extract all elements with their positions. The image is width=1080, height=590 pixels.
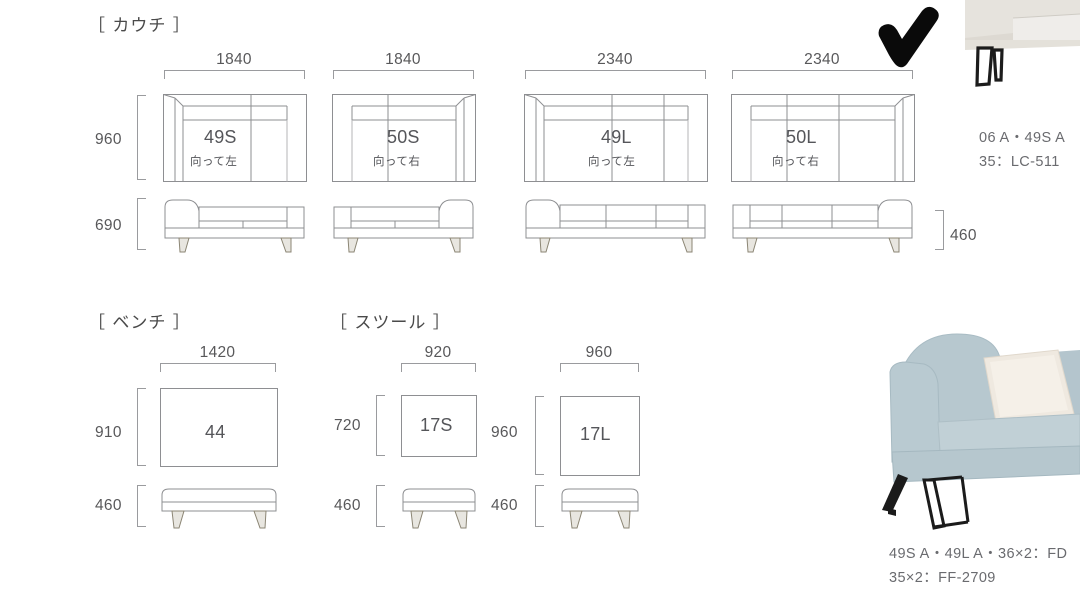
bench-depth-label: 910	[95, 424, 122, 441]
sofa-leg-photo-detail	[965, 40, 1080, 92]
couch-0-width-label: 1840	[216, 51, 252, 68]
stool-0-depth-label: 720	[334, 417, 361, 434]
stool-0-front-view	[401, 485, 477, 529]
spec-bottom-right-line-1: 49S A・49L A・36×2：FD	[889, 546, 1068, 562]
couch-3-code: 50L	[786, 127, 817, 147]
stool-1-width-bracket	[560, 363, 639, 372]
stool-1-width-label: 960	[585, 344, 613, 361]
stool-0-top-view	[401, 395, 477, 457]
couch-back-height-label: 690	[95, 217, 122, 234]
stool-0-width-bracket	[401, 363, 476, 372]
couch-0-top-view	[163, 94, 307, 182]
bench-width-label: 1420	[199, 344, 236, 361]
stool-1-depth-label: 960	[491, 424, 518, 441]
stool-1-depth-bracket	[535, 396, 544, 475]
section-title-stool: ［ スツール ］	[330, 313, 451, 333]
bench-front-view	[160, 485, 278, 529]
couch-0-orientation: 向って左	[190, 154, 238, 168]
bench-depth-bracket	[137, 388, 146, 466]
spec-top-right-line-1: 06 A・49S A	[979, 130, 1066, 146]
couch-3-top-view	[731, 94, 915, 182]
section-title-bench: ［ ベンチ ］	[88, 313, 191, 333]
stool-0-height-label: 460	[334, 497, 361, 514]
couch-seat-height-label: 460	[950, 227, 977, 244]
couch-0-width-bracket	[164, 70, 305, 79]
couch-0-front-view	[163, 197, 307, 253]
couch-1-top-view	[332, 94, 476, 182]
couch-back-height-bracket	[137, 198, 146, 250]
couch-0-code: 49S	[204, 127, 237, 147]
product-photo-blue-sofa	[862, 322, 1080, 530]
bench-code: 44	[205, 422, 226, 442]
couch-3-front-view	[731, 197, 915, 253]
product-photo-ivory-sofa	[965, 0, 1080, 46]
couch-1-width-label: 1840	[385, 51, 421, 68]
couch-2-orientation: 向って左	[588, 154, 636, 168]
couch-2-front-view	[524, 197, 708, 253]
stool-0-height-bracket	[376, 485, 385, 527]
stool-0-depth-bracket	[376, 395, 385, 456]
checkmark-icon	[873, 6, 943, 77]
bench-height-bracket	[137, 485, 146, 527]
couch-2-width-bracket	[525, 70, 706, 79]
couch-1-orientation: 向って右	[373, 154, 421, 168]
stool-1-height-label: 460	[491, 497, 518, 514]
couch-depth-label: 960	[95, 131, 122, 148]
stool-1-code: 17L	[580, 424, 611, 444]
bench-width-bracket	[160, 363, 276, 372]
spec-top-right-line-2: 35：LC-511	[979, 154, 1060, 170]
couch-1-front-view	[332, 197, 476, 253]
couch-2-code: 49L	[601, 127, 632, 147]
bench-height-label: 460	[95, 497, 122, 514]
spec-bottom-right-line-2: 35×2：FF-2709	[889, 570, 996, 586]
couch-3-width-bracket	[732, 70, 913, 79]
couch-1-width-bracket	[333, 70, 474, 79]
bench-top-view	[160, 388, 278, 467]
stool-1-front-view	[560, 485, 640, 529]
section-title-couch: ［ カウチ ］	[88, 16, 191, 36]
stool-0-code: 17S	[420, 415, 453, 435]
couch-depth-bracket	[137, 95, 146, 180]
couch-1-code: 50S	[387, 127, 420, 147]
couch-2-width-label: 2340	[597, 51, 633, 68]
couch-2-top-view	[524, 94, 708, 182]
stool-1-top-view	[560, 396, 640, 476]
stool-1-height-bracket	[535, 485, 544, 527]
stool-0-width-label: 920	[424, 344, 452, 361]
couch-seat-height-bracket	[935, 210, 944, 250]
couch-3-width-label: 2340	[804, 51, 840, 68]
couch-3-orientation: 向って右	[772, 154, 820, 168]
